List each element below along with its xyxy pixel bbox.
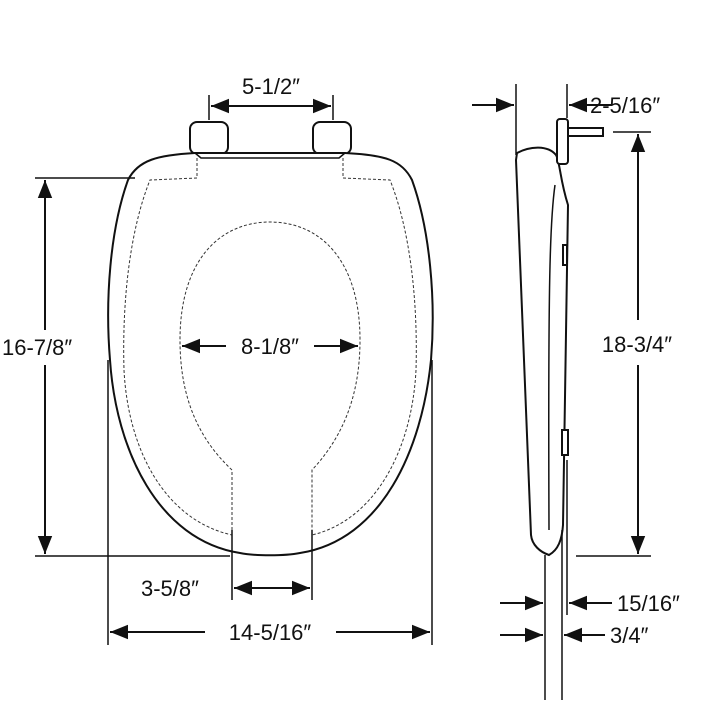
side-hinge-pin	[567, 127, 604, 137]
dim-thickness: 15/16″ 3/4″	[500, 460, 680, 700]
dim-seat-length: 16-7/8″	[2, 177, 230, 557]
lid-inner-dashed	[123, 158, 417, 536]
label-hinge-offset: 2-5/16″	[590, 93, 660, 118]
side-seat-profile	[514, 146, 570, 557]
dim-opening-width: 8-1/8″	[182, 334, 358, 359]
left-hinge	[189, 121, 229, 155]
label-opening-width: 8-1/8″	[241, 334, 299, 359]
dim-front-gap: 3-5/8″	[141, 530, 313, 601]
side-view	[514, 118, 604, 557]
seat-outline	[107, 152, 434, 557]
label-hinge-spacing: 5-1/2″	[242, 74, 300, 99]
side-bumper-lower	[561, 429, 569, 456]
dim-hinge-spacing: 5-1/2″	[208, 74, 334, 120]
right-hinge	[312, 121, 352, 155]
label-ring-thickness: 3/4″	[610, 623, 649, 648]
side-bumper-upper	[562, 244, 568, 266]
side-hinge-post	[556, 118, 569, 165]
front-view	[107, 121, 434, 557]
label-seat-width: 14-5/16″	[229, 620, 312, 645]
dim-overall-length: 18-3/4″	[576, 131, 672, 557]
label-seat-thickness: 15/16″	[617, 591, 680, 616]
hinge-bar	[194, 152, 346, 159]
seat-opening-dashed	[179, 221, 361, 530]
dim-seat-width: 14-5/16″	[107, 360, 433, 645]
label-seat-length: 16-7/8″	[2, 335, 72, 360]
side-ring-line	[548, 184, 556, 531]
label-overall-length: 18-3/4″	[602, 332, 672, 357]
label-front-gap: 3-5/8″	[141, 576, 199, 601]
dim-hinge-offset: 2-5/16″	[472, 84, 660, 155]
